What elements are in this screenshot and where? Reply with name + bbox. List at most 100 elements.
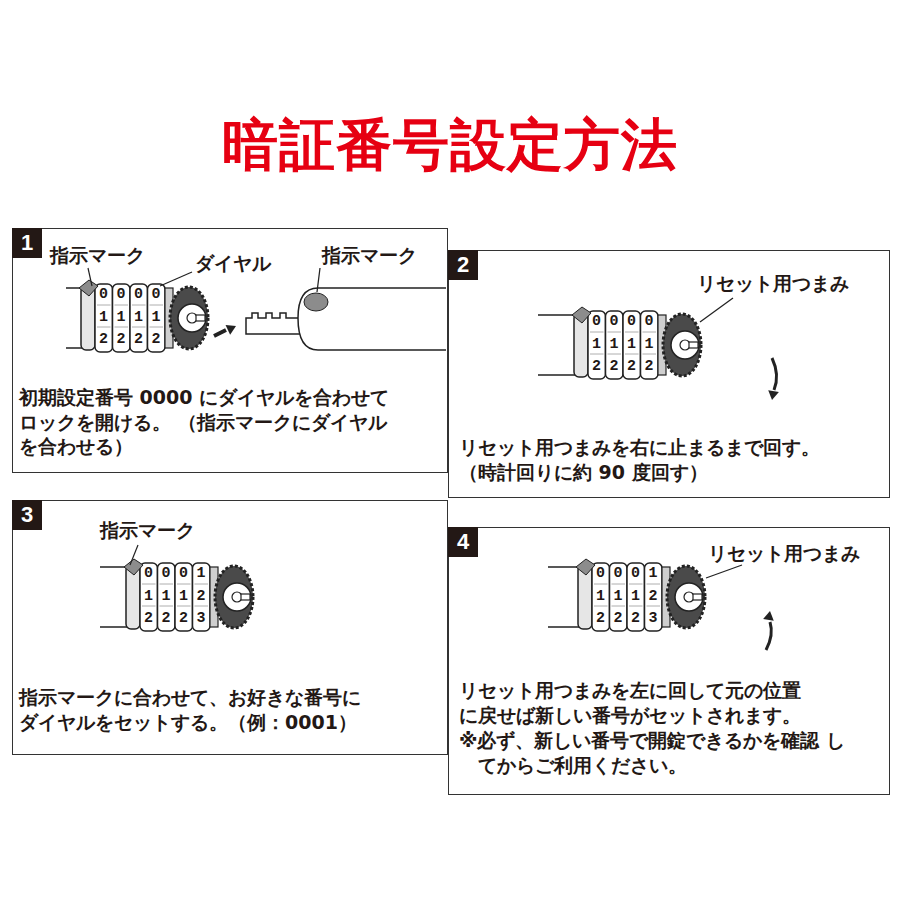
dial-divider <box>625 354 639 355</box>
dial-divider <box>643 332 657 333</box>
arrow-head <box>768 390 779 400</box>
knob-face <box>675 583 703 611</box>
dial-digits: 2223 <box>596 611 666 626</box>
step-description: リセット用つまみを左に回して元の位置 に戻せば新しい番号がセットされます。 <box>459 678 809 727</box>
dial-divider <box>612 584 626 585</box>
dial-divider <box>150 327 164 328</box>
dial-divider <box>612 606 626 607</box>
combination-lock <box>538 307 701 379</box>
combination-lock <box>66 280 208 352</box>
callout-label: ダイヤル <box>195 251 271 277</box>
arrow-head <box>763 611 774 621</box>
dial-divider <box>647 584 661 585</box>
dial-divider <box>608 354 622 355</box>
leader-line <box>700 298 733 322</box>
dial-divider <box>132 327 146 328</box>
knob-notch <box>693 594 702 600</box>
knob-face <box>178 304 206 332</box>
dial-divider <box>590 354 604 355</box>
dial-divider <box>590 332 604 333</box>
dial-divider <box>629 584 643 585</box>
dial-divider <box>115 305 129 306</box>
knob-notch <box>689 342 698 348</box>
dial-digits: 0000 <box>592 314 662 329</box>
leader-line <box>160 272 192 286</box>
dial-divider <box>177 584 191 585</box>
knob-notch <box>241 594 250 600</box>
dial-divider <box>132 305 146 306</box>
indicator-mark <box>124 559 143 575</box>
dial-divider <box>97 305 111 306</box>
step-panel: 3 指示マークに合わせて、お好きな番号に ダイヤルをセットする。（例：0001） <box>12 500 448 755</box>
dial-digits: 2222 <box>99 332 169 347</box>
dial-divider <box>177 606 191 607</box>
dial-digits: 1112 <box>596 589 666 604</box>
dial-divider <box>625 332 639 333</box>
leader-line <box>130 545 138 565</box>
dial-digits: 1112 <box>144 589 214 604</box>
dial-divider <box>160 584 174 585</box>
caution-note: ※必ず、新しい番号で開錠できるかを確認 してからご利用ください。 <box>459 728 850 777</box>
dial-digits: 0000 <box>99 287 169 302</box>
combination-lock <box>548 559 705 631</box>
indicator-mark <box>572 307 591 323</box>
dial-divider <box>195 584 209 585</box>
reset-knob <box>170 287 208 349</box>
leader-line <box>88 268 92 286</box>
arrow-head <box>226 325 236 335</box>
leader-line <box>317 268 320 292</box>
step-number: 2 <box>448 250 478 280</box>
dial-divider <box>594 584 608 585</box>
indicator-mark <box>79 280 98 296</box>
knob-face <box>223 583 251 611</box>
callout-label: 指示マーク <box>50 243 145 269</box>
insert-arrow <box>214 330 226 336</box>
reset-knob <box>667 566 705 628</box>
dial-divider <box>142 584 156 585</box>
step-panel: 4 リセット用つまみを左に回して元の位置 に戻せば新しい番号がセットされます。※必… <box>448 527 890 795</box>
page-title: 暗証番号設定方法 <box>0 108 900 184</box>
dial-divider <box>150 305 164 306</box>
dial-digits: 1111 <box>592 337 662 352</box>
reset-knob <box>663 314 701 376</box>
dial-divider <box>195 606 209 607</box>
rotate-arrow <box>766 622 771 650</box>
step-description: リセット用つまみを右に止まるまで回す。 （時計回りに約 90 度回す） <box>459 435 828 484</box>
lock-body <box>548 567 580 627</box>
dial-digits: 2222 <box>592 359 662 374</box>
step-number: 4 <box>448 527 478 557</box>
rotate-arrow <box>772 358 777 390</box>
dial-digits: 1111 <box>99 310 169 325</box>
dial-digits: 0001 <box>596 566 666 581</box>
callout-label: リセット用つまみ <box>697 271 849 297</box>
dial-divider <box>115 327 129 328</box>
dial-divider <box>97 327 111 328</box>
dial-divider <box>160 606 174 607</box>
dial-divider <box>647 606 661 607</box>
callout-label: 指示マーク <box>322 243 417 269</box>
dial-divider <box>594 606 608 607</box>
step-description: 指示マークに合わせて、お好きな番号に ダイヤルをセットする。（例：0001） <box>19 685 369 734</box>
dial-divider <box>142 606 156 607</box>
combination-lock <box>100 559 253 631</box>
dial-digits: 2223 <box>144 611 214 626</box>
shackle-plug <box>246 313 302 334</box>
indicator-mark <box>576 559 595 575</box>
knob-face <box>671 331 699 359</box>
leader-line <box>706 565 742 578</box>
callout-label: 指示マーク <box>100 518 195 544</box>
step-description: 初期設定番号 0000 にダイヤルを合わせて ロックを開ける。 （指示マークにダ… <box>19 385 399 459</box>
dial-digits: 0001 <box>144 566 214 581</box>
reset-knob <box>215 566 253 628</box>
callout-label: リセット用つまみ <box>708 541 860 567</box>
lock-body <box>538 315 576 375</box>
indicator-mark <box>304 293 328 311</box>
dial-divider <box>608 332 622 333</box>
step-number: 3 <box>12 500 42 530</box>
step-number: 1 <box>12 228 42 258</box>
dial-divider <box>629 606 643 607</box>
shackle-end <box>298 288 446 350</box>
dial-divider <box>643 354 657 355</box>
knob-notch <box>196 315 205 321</box>
lock-body <box>100 567 128 627</box>
